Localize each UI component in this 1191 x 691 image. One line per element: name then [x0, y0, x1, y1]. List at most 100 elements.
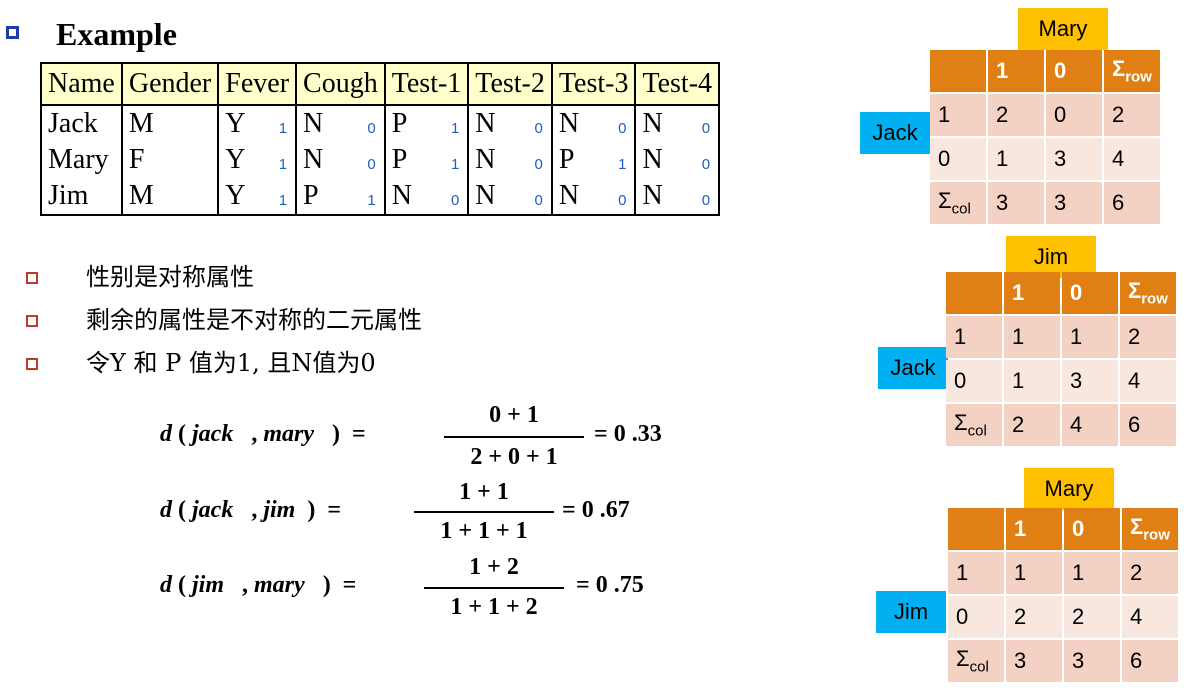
contingency-cell: 0 [948, 596, 1004, 638]
contingency-cell: 2 [1064, 596, 1120, 638]
patient-table: Name Gender Fever Cough Test-1 Test-2 Te… [40, 62, 721, 216]
binary-value: 1 [278, 192, 288, 209]
table-header-row: Name Gender Fever Cough Test-1 Test-2 Te… [40, 62, 721, 106]
contingency-cell: 1 [948, 552, 1004, 594]
contingency-row: 0 1 3 4 [946, 360, 1176, 402]
contingency-cell: 2 [1006, 596, 1062, 638]
fraction-bar [424, 587, 564, 589]
contingency-cell: 1 [1004, 360, 1060, 402]
contingency-cell: 3 [1046, 182, 1102, 224]
contingency-cell: 1 [1006, 552, 1062, 594]
contingency-row: 1 1 1 2 [948, 552, 1178, 594]
contingency-cell: 3 [1006, 640, 1062, 682]
gender-cell: F [120, 142, 220, 178]
contingency-cell: 1 [988, 50, 1044, 92]
contingency-row: 1 1 1 2 [946, 316, 1176, 358]
attr-value: Y [225, 108, 246, 139]
title-bullet [6, 26, 19, 39]
attr-value: Y [225, 144, 246, 175]
contingency-cell: 0 [1046, 94, 1102, 136]
attr-value: P [391, 108, 408, 139]
contingency-header-row: 1 0 Σrow [948, 508, 1178, 550]
formula-numerator: 1 + 1 [459, 479, 509, 505]
attr-value: N [642, 144, 663, 175]
bullet-square-icon [26, 272, 38, 284]
contingency-cell: 0 [946, 360, 1002, 402]
col-header: Name [40, 62, 123, 106]
binary-value: 1 [278, 120, 288, 137]
name-cell: Mary [40, 142, 123, 178]
binary-value: 1 [450, 120, 460, 137]
contingency-cell: 1 [1004, 272, 1060, 314]
formula-lhs: d ( jack , jim ) = [160, 497, 342, 523]
binary-value: 1 [618, 156, 627, 173]
contingency-cell: 4 [1122, 596, 1178, 638]
formula-result: = 0 .67 [562, 497, 630, 523]
contingency-cell: 2 [1004, 404, 1060, 446]
formula-denominator: 1 + 1 + 2 [450, 594, 538, 620]
contingency-cell: 0 [1046, 50, 1102, 92]
bullet-square-icon [26, 358, 38, 370]
contingency-header-row: 1 0 Σrow [946, 272, 1176, 314]
formula-lhs: d ( jack , mary ) = [160, 421, 366, 447]
formula-lhs: d ( jim , mary ) = [160, 572, 357, 598]
attr-value: Y [225, 180, 246, 211]
contingency-row: Σcol 3 3 6 [930, 182, 1160, 224]
contingency-side-label: Jim [876, 591, 946, 633]
contingency-row: Σcol 3 3 6 [948, 640, 1178, 682]
contingency-cell: 3 [988, 182, 1044, 224]
contingency-cell: 1 [1006, 508, 1062, 550]
contingency-cell: 6 [1120, 404, 1176, 446]
binary-value: 1 [450, 156, 460, 173]
binary-value: 0 [534, 120, 543, 137]
contingency-cell: 4 [1062, 404, 1118, 446]
bullet-text: 性别是对称属性 [86, 263, 254, 291]
contingency-cell: Σrow [1104, 50, 1160, 92]
col-header: Fever [217, 62, 298, 106]
contingency-cell: 6 [1122, 640, 1178, 682]
contingency-cell: 1 [1004, 316, 1060, 358]
name-cell: Jim [40, 178, 123, 216]
contingency-cell: 1 [946, 316, 1002, 358]
contingency-table: 1 0 Σrow 1 1 1 2 0 1 3 4 Σcol 2 4 6 [944, 270, 1178, 448]
col-header: Cough [295, 62, 386, 106]
attr-value: N [303, 108, 324, 139]
gender-cell: M [120, 178, 220, 216]
binary-value: 1 [367, 192, 376, 209]
attr-value: N [303, 144, 324, 175]
col-header: Test-4 [634, 62, 721, 106]
contingency-row: 1 2 0 2 [930, 94, 1160, 136]
attr-value: N [475, 108, 496, 139]
formula-result: = 0 .33 [594, 421, 662, 447]
formula-numerator: 1 + 2 [469, 554, 519, 580]
contingency-top-label: Mary [1024, 468, 1114, 510]
contingency-row: Σcol 2 4 6 [946, 404, 1176, 446]
contingency-cell: 2 [988, 94, 1044, 136]
fraction-bar [414, 511, 554, 513]
contingency-cell: 3 [1046, 138, 1102, 180]
contingency-cell: Σcol [948, 640, 1004, 682]
gender-cell: M [120, 105, 220, 142]
contingency-row: 0 1 3 4 [930, 138, 1160, 180]
contingency-side-label: Jack [878, 347, 948, 389]
contingency-row: 0 2 2 4 [948, 596, 1178, 638]
contingency-cell: 4 [1104, 138, 1160, 180]
contingency-cell: Σrow [1120, 272, 1176, 314]
